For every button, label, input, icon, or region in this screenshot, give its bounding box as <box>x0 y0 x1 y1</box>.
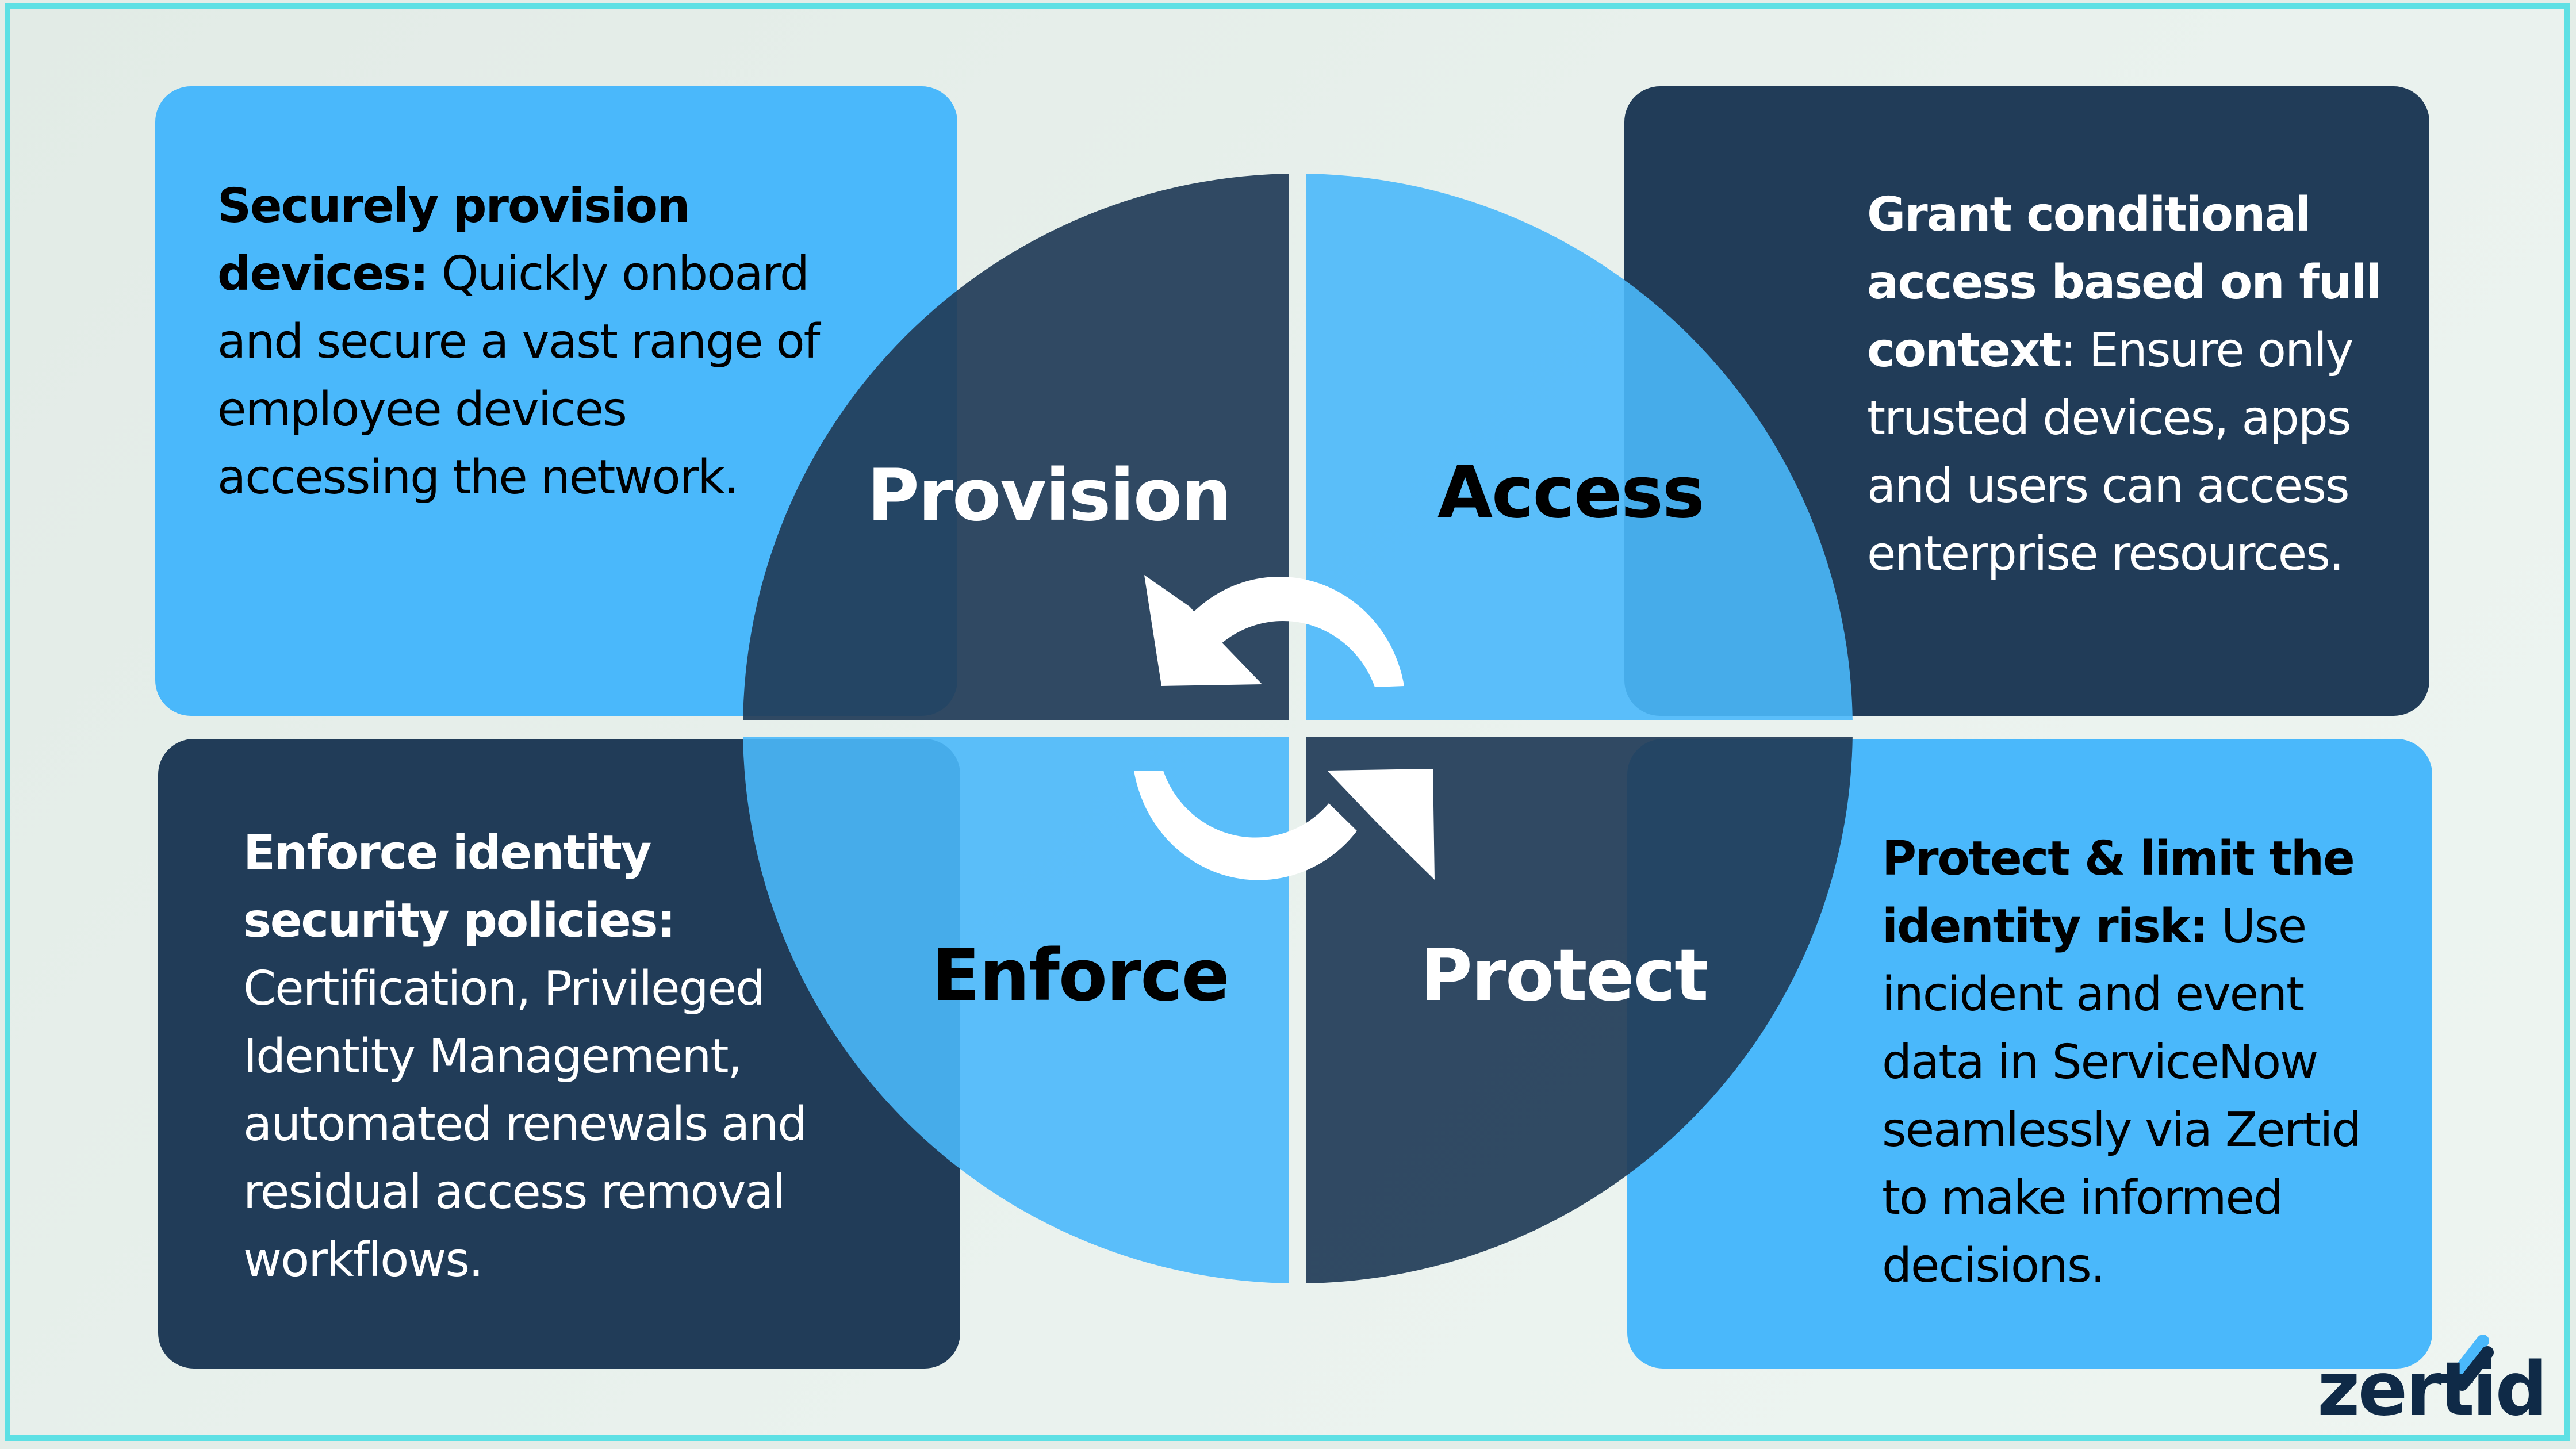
logo-accent-icon <box>2452 1335 2494 1391</box>
arrow-top-head <box>1144 575 1262 686</box>
card-enforce-text: Enforce identity security policies: Cert… <box>243 819 853 1294</box>
card-enforce-heading: Enforce identity security policies: <box>243 826 676 948</box>
card-provision: Securely provision devices: Quickly onbo… <box>155 86 957 716</box>
quadrant-enforce <box>743 737 1289 1283</box>
card-enforce-body: Certification, Privileged Identity Manag… <box>243 961 807 1287</box>
card-access-text: Grant conditional access based on full c… <box>1867 181 2402 588</box>
quadrant-access <box>1306 174 1853 720</box>
label-enforce: Enforce <box>931 934 1230 1017</box>
label-protect: Protect <box>1420 934 1708 1017</box>
card-protect-body: Use incident and event data in ServiceNo… <box>1882 899 2362 1293</box>
card-access-heading: Grant conditional access based on full c… <box>1867 187 2382 378</box>
arrow-bottom-arc <box>1134 770 1357 880</box>
card-protect-heading: Protect & limit the identity risk: <box>1882 831 2355 954</box>
card-provision-heading: Securely provision devices: <box>217 179 690 301</box>
quadrant-protect <box>1306 737 1853 1283</box>
label-access: Access <box>1438 451 1705 534</box>
zertid-logo: zertid <box>2317 1334 2548 1432</box>
card-provision-text: Securely provision devices: Quickly onbo… <box>217 172 861 512</box>
arrow-top-arc <box>1180 576 1404 687</box>
card-access-body: : Ensure only trusted devices, apps and … <box>1867 323 2353 581</box>
logo-text: zertid <box>2317 1347 2548 1432</box>
label-provision: Provision <box>867 454 1232 537</box>
card-protect: Protect & limit the identity risk: Use i… <box>1627 739 2432 1368</box>
card-protect-text: Protect & limit the identity risk: Use i… <box>1882 825 2399 1300</box>
arrow-bottom-head <box>1327 769 1435 880</box>
cycle-arrows-icon <box>1134 575 1435 880</box>
card-provision-body: Quickly onboard and secure a vast range … <box>217 247 821 505</box>
